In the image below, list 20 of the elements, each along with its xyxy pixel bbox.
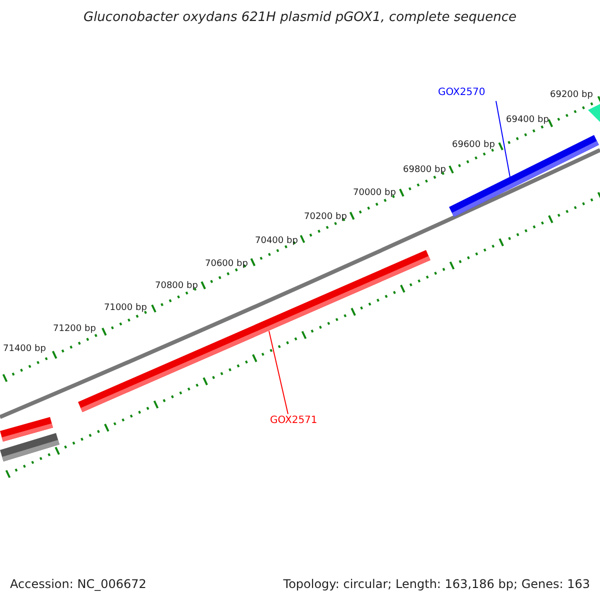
scale-label: 69800 bp: [403, 165, 446, 176]
scale-label: 70000 bp: [353, 188, 396, 199]
gene-label: GOX2570: [438, 87, 486, 98]
scale-label: 69600 bp: [452, 140, 495, 151]
scale-label: 71000 bp: [104, 303, 147, 314]
title: Gluconobacter oxydans 621H plasmid pGOX1, complete sequence: [82, 10, 518, 25]
scale-label: 70200 bp: [304, 212, 347, 223]
footer-text: Accession: NC_006672: [10, 577, 146, 591]
scale-label: 71200 bp: [53, 324, 96, 335]
leader-line: [496, 100, 510, 178]
scale-label: 69400 bp: [506, 115, 549, 126]
scale-label: 71400 bp: [3, 344, 46, 355]
gene-bar: [449, 135, 599, 217]
scale-label: 70800 bp: [155, 281, 198, 292]
gene-label: GOX2571: [270, 415, 318, 426]
leader-line: [268, 330, 288, 414]
footer-text: Topology: circular; Length: 163,186 bp; Genes: 163: [283, 577, 590, 591]
scale-label: 70400 bp: [255, 236, 298, 247]
scale-label: 70600 bp: [205, 259, 248, 270]
scale-label: 69200 bp: [550, 90, 593, 101]
